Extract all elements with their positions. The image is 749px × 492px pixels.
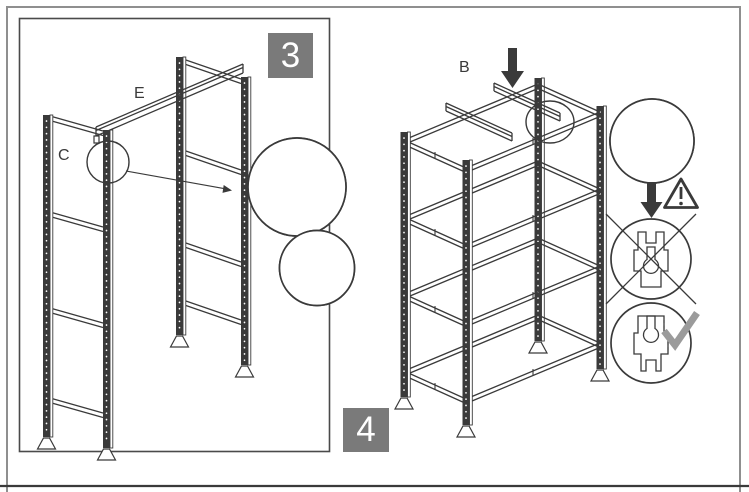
cross-out-icon — [605, 213, 697, 305]
step-3-badge: 3 — [268, 33, 313, 78]
detail-highlight-circle — [86, 140, 130, 184]
checkmark-icon — [661, 311, 700, 351]
step3-illustration — [36, 56, 356, 461]
keyhole-detail-circle — [247, 137, 347, 237]
crossbars-b — [445, 82, 561, 142]
crossbeam-e — [93, 63, 244, 144]
step3-panel-border — [18, 17, 331, 453]
part-label-b: B — [459, 59, 470, 76]
side-frame-right — [169, 56, 255, 378]
beam-seat-detail-circle — [609, 98, 695, 184]
warning-icon — [663, 177, 699, 209]
junction-highlight-circle — [525, 100, 575, 144]
pointer-arrow — [125, 170, 232, 193]
part-label-c: C — [58, 147, 70, 164]
down-arrow-icon — [640, 182, 663, 218]
step-4-badge: 4 — [343, 408, 389, 452]
down-arrow-icon — [501, 48, 524, 88]
part-label-e: E — [134, 85, 145, 102]
mallet-detail-circle — [278, 229, 356, 307]
wrong-orientation-icon — [605, 213, 697, 305]
shelving-unit — [394, 77, 610, 438]
correct-orientation-icon — [610, 302, 700, 384]
side-frame-c — [36, 114, 117, 461]
page-border — [0, 6, 749, 492]
step4-illustration — [394, 48, 700, 438]
